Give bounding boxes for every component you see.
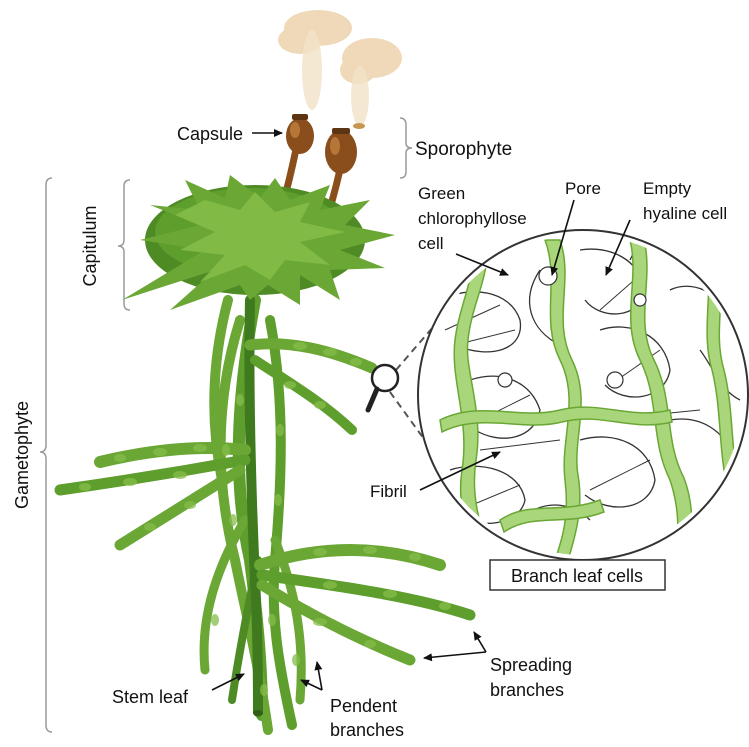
branch-leaves (79, 342, 451, 696)
gametophyte-bracket (40, 178, 52, 732)
fibril-label: Fibril (370, 482, 407, 501)
stem-leaf-label: Stem leaf (112, 687, 189, 707)
sporophyte-label: Sporophyte (415, 139, 512, 160)
magnifier-icon (368, 365, 398, 410)
branch-leaf-cells-detail (418, 230, 749, 590)
branch-leaf-cells-label: Branch leaf cells (511, 566, 643, 586)
spreading-label-line1: Spreading (490, 655, 572, 675)
capitulum-label: Capitulum (80, 205, 100, 286)
green-cell-label-line2: chlorophyllose (418, 209, 527, 228)
spore-cloud (278, 10, 402, 126)
spreading-branches (60, 344, 470, 660)
pendent-label-line1: Pendent (330, 696, 397, 716)
green-cell-label-line1: Green (418, 184, 465, 203)
spreading-label-line2: branches (490, 680, 564, 700)
empty-label-line1: Empty (643, 179, 692, 198)
capsule-label: Capsule (177, 124, 243, 144)
capitulum-bracket (118, 180, 130, 310)
capsule-left (286, 114, 314, 154)
pore-label: Pore (565, 179, 601, 198)
sporophyte-bracket (400, 118, 412, 178)
empty-label-line2: hyaline cell (643, 204, 727, 223)
capsule-right (325, 123, 365, 174)
gametophyte-label: Gametophyte (12, 401, 32, 509)
green-cell-label-line3: cell (418, 234, 444, 253)
pendent-label-line2: branches (330, 720, 404, 740)
capitulum (122, 175, 395, 310)
